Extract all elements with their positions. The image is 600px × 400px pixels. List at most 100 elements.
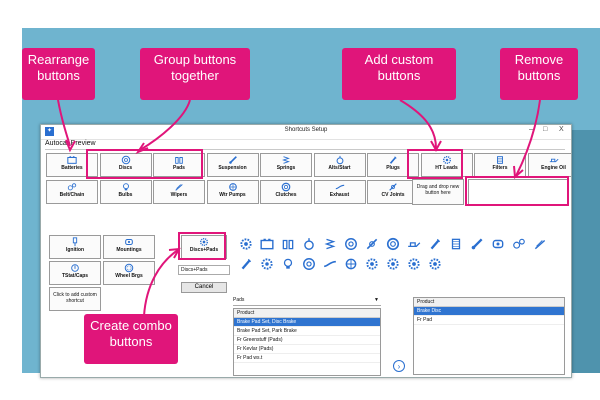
shortcuts-setup-window: ✦ Shortcuts Setup – □ X Autocat Preview …	[40, 124, 572, 378]
palette-mounting-icon[interactable]	[491, 237, 505, 251]
shortcut-button-springs[interactable]: Springs	[260, 153, 312, 177]
shortcut-button-suspension[interactable]: Suspension	[206, 153, 259, 177]
category-dropdown-value: Pads	[233, 297, 245, 303]
spring-icon	[324, 238, 336, 250]
cancel-button[interactable]: Cancel	[181, 282, 227, 293]
shortcut-button-belt-chain[interactable]: Belt/Chain	[46, 180, 98, 204]
list-header[interactable]: Product	[234, 309, 380, 318]
palette-disc-icon[interactable]	[302, 257, 316, 271]
shortcut-button-ignition[interactable]: Ignition	[49, 235, 101, 259]
combo-name-field[interactable]: Discs+Pads	[178, 265, 230, 275]
palette-exhaust-icon[interactable]	[323, 257, 337, 271]
callout-group: Group buttons together	[140, 48, 250, 100]
gear-icon	[429, 258, 441, 270]
wheel-bearing-icon	[124, 263, 134, 273]
list-header[interactable]: Product	[414, 298, 564, 307]
palette-alternator-icon[interactable]	[302, 237, 316, 251]
palette-filter-icon[interactable]	[449, 237, 463, 251]
shortcut-button-batteries[interactable]: Batteries	[46, 153, 98, 177]
highlight-group-buttons	[86, 149, 203, 179]
shortcut-button-label: Wipers	[170, 192, 188, 198]
menu-autocat-preview[interactable]: Autocat Preview	[45, 140, 96, 147]
ht-leads-icon	[442, 156, 451, 164]
shortcut-button-tstat-caps[interactable]: TStat/Caps	[49, 261, 101, 285]
oil-can-icon	[408, 242, 421, 247]
palette-disc-icon[interactable]	[344, 237, 358, 251]
palette-gear-icon[interactable]	[428, 257, 442, 271]
gear-icon	[366, 258, 378, 270]
shortcut-button-engine-oil[interactable]: Engine Oil	[527, 153, 571, 177]
palette-water-pump-icon[interactable]	[344, 257, 358, 271]
palette-wiper-icon[interactable]	[533, 237, 547, 251]
palette-gear-icon[interactable]	[386, 257, 400, 271]
gear-icon	[408, 258, 420, 270]
exhaust-icon	[324, 260, 336, 268]
shortcut-button-filters[interactable]: Filters	[474, 153, 526, 177]
shortcut-button-wtr-pumps[interactable]: Wtr Pumps	[206, 180, 259, 204]
chevron-down-icon: ▼	[374, 297, 379, 303]
list-item[interactable]: Fr Greenstuff (Pads)	[234, 336, 380, 345]
add-custom-shortcut-button[interactable]: Click to add custom shortcut	[49, 287, 101, 311]
palette-spring-icon[interactable]	[323, 237, 337, 251]
palette-plug-icon[interactable]	[239, 257, 253, 271]
palette-suspension-icon[interactable]	[470, 237, 484, 251]
ignition-icon	[72, 237, 78, 247]
highlight-custom-button	[407, 149, 463, 179]
callout-combo: Create combo buttons	[84, 314, 178, 364]
palette-oil-can-icon[interactable]	[407, 237, 421, 251]
shortcut-button-label: Mountings	[116, 247, 142, 253]
shortcut-button-label: Plugs	[386, 165, 400, 171]
shortcut-button-label: Suspension	[218, 165, 247, 171]
callout-remove: Remove buttons	[500, 48, 578, 100]
minimize-button[interactable]: –	[529, 126, 533, 133]
palette-clutch-icon[interactable]	[386, 237, 400, 251]
combo-button-discs-pads[interactable]: Discs+Pads	[181, 235, 227, 259]
palette-gear-icon[interactable]	[239, 237, 253, 251]
shortcut-button-label: Wheel Brgs	[115, 273, 143, 279]
drop-target-hint[interactable]: Drag and drop new button here	[412, 179, 464, 205]
category-dropdown[interactable]: Pads ▼	[233, 297, 381, 306]
transfer-arrow-button[interactable]: ›	[393, 360, 405, 372]
shortcut-button-wheel-brgs[interactable]: Wheel Brgs	[103, 261, 155, 285]
shortcut-button-wipers[interactable]: Wipers	[153, 180, 205, 204]
list-item[interactable]: Brake Pad Set, Park Brake	[234, 327, 380, 336]
list-item[interactable]: Fr Pad	[414, 316, 564, 325]
palette-ht-leads-icon[interactable]	[260, 257, 274, 271]
shortcut-button-plugs[interactable]: Plugs	[367, 153, 419, 177]
list-item[interactable]: Fr Pad ws.t	[234, 354, 380, 363]
palette-pads-icon[interactable]	[281, 237, 295, 251]
shortcut-button-exhaust[interactable]: Exhaust	[313, 180, 366, 204]
palette-plug-icon[interactable]	[428, 237, 442, 251]
palette-gear-icon[interactable]	[365, 257, 379, 271]
palette-belt-icon[interactable]	[512, 237, 526, 251]
highlight-remove-zone	[465, 176, 569, 206]
shortcut-button-cv-joints[interactable]: CV Joints	[367, 180, 419, 204]
shortcut-button-discs[interactable]: Discs	[99, 153, 152, 177]
shortcut-button-mountings[interactable]: Mountings	[103, 235, 155, 259]
shortcut-button-bulbs[interactable]: Bulbs	[99, 180, 152, 204]
list-item[interactable]: Fr Kevlar (Pads)	[234, 345, 380, 354]
palette-gear-icon[interactable]	[407, 257, 421, 271]
shortcut-button-clutches[interactable]: Clutches	[260, 180, 312, 204]
shortcut-button-label: Discs	[118, 165, 133, 171]
shortcut-button-ht-leads[interactable]: HT Leads	[420, 153, 473, 177]
palette-battery-icon[interactable]	[260, 237, 274, 251]
shortcut-button-pads[interactable]: Pads	[153, 153, 205, 177]
cv-joint-icon	[366, 238, 378, 250]
palette-cv-joint-icon[interactable]	[365, 237, 379, 251]
disc-icon	[121, 155, 130, 165]
battery-icon	[67, 156, 77, 164]
close-button[interactable]: X	[559, 126, 564, 133]
mounting-icon	[125, 239, 133, 245]
palette-bulb-icon[interactable]	[281, 257, 295, 271]
shortcut-button-label: Engine Oil	[541, 165, 566, 171]
shortcut-button-label: Ignition	[65, 247, 85, 253]
list-item[interactable]: Brake Disc	[414, 307, 564, 316]
list-item[interactable]: Brake Pad Set, Disc Brake	[234, 318, 380, 327]
shortcut-button-label: Wtr Pumps	[219, 192, 246, 198]
shortcut-button-alts-start[interactable]: Alts/Start	[313, 153, 366, 177]
maximize-button[interactable]: □	[543, 126, 548, 133]
